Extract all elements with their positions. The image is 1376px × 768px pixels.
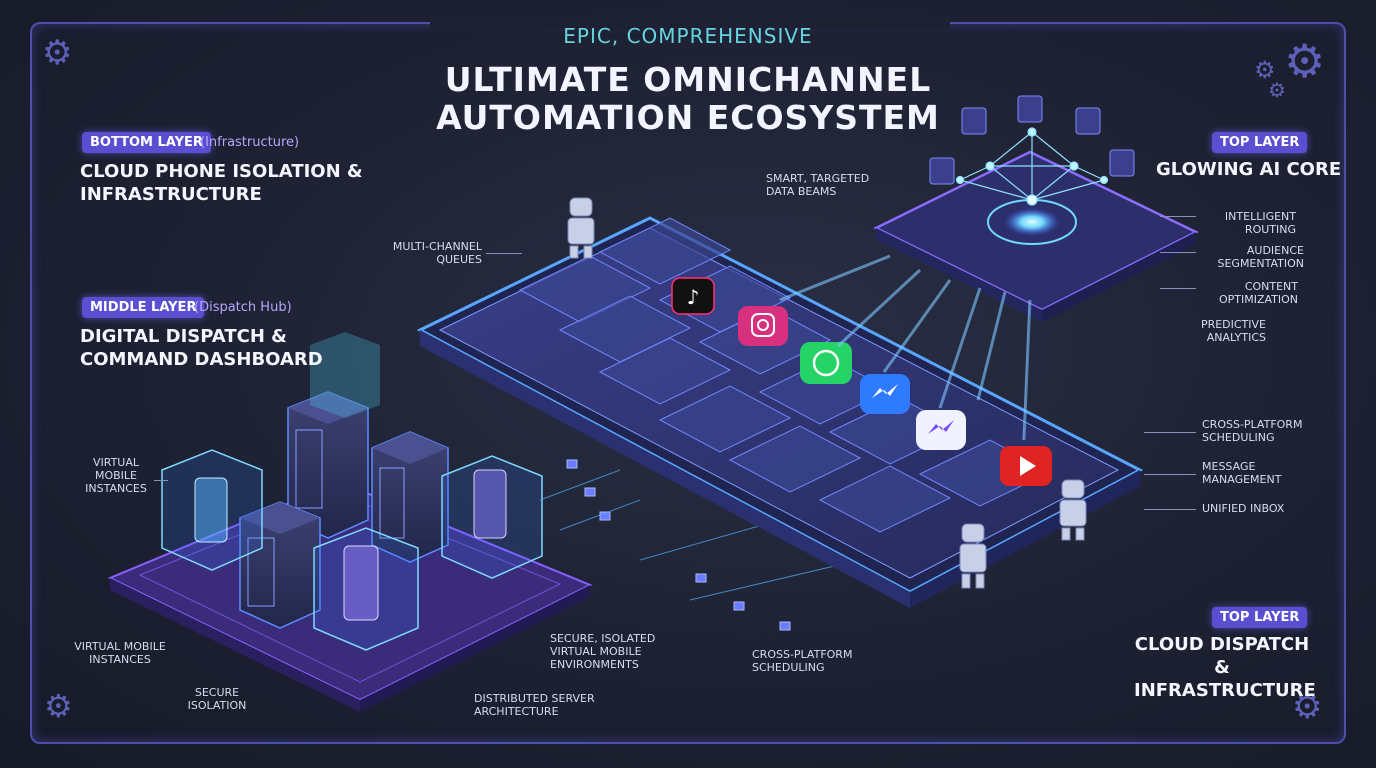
infrastructure-platform bbox=[107, 480, 593, 712]
label-unified-inbox: UNIFIED INBOX bbox=[1202, 502, 1285, 515]
top-layer-badge: TOP LAYER bbox=[1212, 132, 1308, 153]
messenger-icon bbox=[916, 410, 966, 450]
phone-icon bbox=[441, 455, 543, 579]
page-title-line-1: ULTIMATE OMNICHANNEL bbox=[444, 60, 932, 99]
top-layer-badge-2: TOP LAYER bbox=[1212, 607, 1308, 628]
bottom-layer-title: CLOUD PHONE ISOLATION & INFRASTRUCTURE bbox=[80, 161, 363, 205]
server-icon bbox=[371, 431, 449, 563]
ai-core-platform bbox=[873, 150, 1199, 322]
gear-icon: ⚙ bbox=[1254, 56, 1276, 84]
messenger-icon bbox=[860, 374, 910, 414]
instagram-icon bbox=[738, 306, 788, 346]
phone-icon bbox=[161, 449, 263, 571]
robot-icon bbox=[1059, 479, 1087, 541]
server-icon bbox=[287, 332, 380, 539]
bottom-layer-badge: BOTTOM LAYER bbox=[82, 132, 211, 153]
middle-layer-badge: MIDDLE LAYER bbox=[82, 297, 205, 318]
phone-icon bbox=[313, 527, 419, 651]
ai-core-title: GLOWING AI CORE bbox=[1156, 159, 1342, 180]
cloud-dispatch-title: CLOUD DISPATCH & INFRASTRUCTURE bbox=[1134, 634, 1316, 701]
gear-icon: ⚙ bbox=[42, 33, 73, 73]
data-beams bbox=[779, 254, 1032, 441]
whatsapp-icon bbox=[800, 342, 852, 384]
bottom-layer-subtitle: (Infrastructure) bbox=[200, 135, 300, 150]
gear-icon: ⚙ bbox=[1284, 34, 1326, 88]
neural-network-icon bbox=[955, 127, 1109, 206]
middle-layer-title: DIGITAL DISPATCH & COMMAND DASHBOARD bbox=[80, 326, 323, 370]
gear-icon: ⚙ bbox=[1292, 687, 1323, 727]
youtube-icon bbox=[1000, 446, 1052, 486]
page-title-line-2: AUTOMATION ECOSYSTEM bbox=[436, 98, 940, 137]
robot-icon bbox=[959, 523, 987, 589]
server-icon bbox=[239, 501, 321, 629]
svg-text:♪: ♪ bbox=[687, 285, 700, 309]
tiktok-icon: ♪ bbox=[671, 277, 715, 315]
middle-layer-subtitle: (Dispatch Hub) bbox=[194, 300, 292, 315]
robot-icon bbox=[567, 197, 595, 259]
header-kicker: EPIC, COMPREHENSIVE bbox=[563, 24, 813, 48]
gear-icon: ⚙ bbox=[44, 687, 73, 725]
gear-icon: ⚙ bbox=[1268, 78, 1286, 102]
